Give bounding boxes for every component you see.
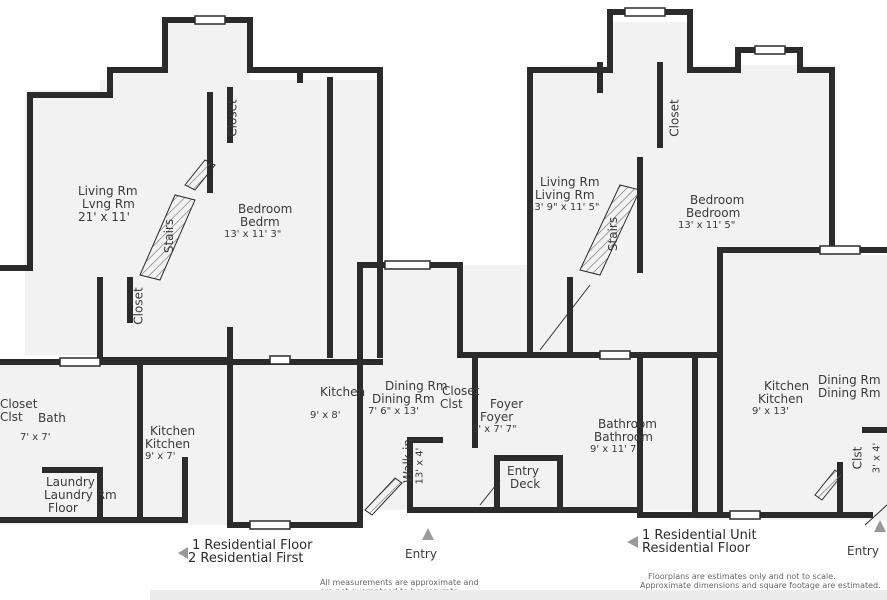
living-room-label: Living Rm bbox=[78, 184, 138, 198]
living-right-dims: 13' 9" x 11' 5" bbox=[528, 202, 600, 213]
dining-right-label: Dining Rm bbox=[818, 373, 881, 387]
dining-room-label: Dining Rm bbox=[385, 379, 448, 393]
disclaimer-left: All measurements are approximate and bbox=[320, 578, 479, 587]
entry-label: Entry bbox=[405, 547, 437, 561]
kitchen-right-label: Kitchen bbox=[764, 379, 810, 393]
first-floor-label2: 2 Residential First bbox=[188, 551, 304, 566]
disclaimer-right: Floorplans are estimates only and not to… bbox=[648, 572, 836, 581]
right-floor-arrow bbox=[627, 536, 638, 548]
bathroom-right-dims: 9' x 11' 7" bbox=[590, 444, 642, 455]
kitchen-left-dims: 9' x 7' bbox=[145, 451, 176, 462]
bedroom1-dims: 13' x 11' 3" bbox=[224, 229, 282, 240]
closet-b-label: Closet bbox=[131, 287, 146, 325]
foyer-name: Foyer bbox=[480, 410, 514, 424]
kitchen-right-name: Kitchen bbox=[758, 392, 804, 406]
dining-room-dims: 7' 6" x 13' bbox=[368, 406, 420, 417]
closet-right-label: Closet bbox=[667, 99, 682, 137]
living-room-dims: 21' x 11' bbox=[78, 210, 130, 224]
windows bbox=[59, 7, 861, 530]
foyer-label: Foyer bbox=[490, 397, 524, 411]
kitchen-left-label: Kitchen bbox=[150, 424, 196, 438]
right-entry-arrow bbox=[874, 520, 886, 532]
floor-fill bbox=[0, 22, 887, 525]
bathroom-right-label: Bathroom bbox=[598, 417, 657, 431]
second-floor-label1: 1 Residential Unit bbox=[642, 528, 757, 543]
closet-mid-label: Closet bbox=[442, 384, 480, 398]
entry-room-deck: Deck bbox=[510, 477, 541, 491]
closet-right2-label: Clst bbox=[850, 446, 865, 470]
kitchen-left-name: Kitchen bbox=[145, 437, 191, 451]
dining-right-name: Dining Rm bbox=[818, 386, 881, 400]
laundry-name: Laundry Rm bbox=[44, 488, 117, 502]
laundry-floor: Floor bbox=[48, 501, 78, 515]
bedroom1-name: Bedrm bbox=[240, 215, 280, 229]
closet-a-label: Closet bbox=[225, 99, 240, 137]
entry-room-label: Entry bbox=[507, 464, 539, 478]
closet-left-name: Clst bbox=[0, 410, 23, 424]
walk-in-dims: 13' x 4' bbox=[414, 447, 426, 485]
bath-left-dims: 7' x 7' bbox=[20, 432, 51, 443]
disclaimer-right2: Approximate dimensions and square footag… bbox=[640, 581, 881, 590]
living-right-label: Living Rm bbox=[540, 175, 600, 189]
bathroom-right-name: Bathroom bbox=[594, 430, 653, 444]
entry-right-label: Entry bbox=[847, 544, 879, 558]
foyer-dims: 5' x 7' 7" bbox=[472, 424, 517, 435]
walk-in-label: Walk-in bbox=[401, 438, 416, 484]
kitchen-right-dims: 9' x 13' bbox=[752, 406, 789, 417]
closet-left-label: Closet bbox=[0, 397, 38, 411]
living-room-name: Lvng Rm bbox=[82, 197, 135, 211]
bedroom1-label: Bedroom bbox=[238, 202, 293, 216]
bedroom-right-label: Bedroom bbox=[690, 193, 745, 207]
kitchen-mid-label: Kitchen bbox=[320, 385, 366, 399]
deck-lines bbox=[479, 284, 887, 526]
laundry-label: Laundry bbox=[46, 475, 95, 489]
bath-left-label: Bath bbox=[38, 411, 66, 425]
bedroom-right-name: Bedroom bbox=[686, 206, 741, 220]
first-floor-label1: 1 Residential Floor bbox=[192, 538, 313, 553]
closet-right2-dims: 3' x 4' bbox=[871, 442, 883, 474]
stairs-right-label: Stairs bbox=[606, 216, 621, 252]
left-floor-arrow bbox=[178, 547, 188, 559]
stairs-label: Stairs bbox=[162, 218, 177, 254]
closet-mid-name: Clst bbox=[440, 397, 463, 411]
dining-room-name: Dining Rm bbox=[372, 392, 435, 406]
bedroom-right-dims: 13' x 11' 5" bbox=[678, 220, 736, 231]
kitchen-mid-dims: 9' x 8' bbox=[310, 410, 341, 421]
entry-arrow bbox=[422, 528, 434, 540]
stairs-hatch bbox=[139, 159, 843, 516]
bottom-bar bbox=[150, 590, 887, 600]
living-right-name: Living Rm bbox=[535, 188, 595, 202]
second-floor-label2: Residential Floor bbox=[642, 541, 751, 556]
